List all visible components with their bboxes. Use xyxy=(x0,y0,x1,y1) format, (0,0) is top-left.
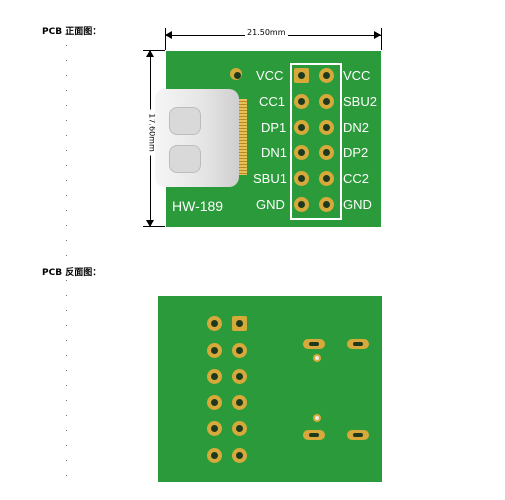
width-dimension: 21.50mm xyxy=(165,28,381,42)
via xyxy=(313,354,321,362)
header-pad xyxy=(294,94,309,109)
header-pad xyxy=(207,421,222,436)
header-pad xyxy=(207,448,222,463)
usb-c-connector xyxy=(155,89,247,187)
header-pad xyxy=(232,421,247,436)
pin-label-left: DP1 xyxy=(261,120,287,135)
mount-pad xyxy=(303,430,325,440)
header-pad xyxy=(232,448,247,463)
pin-label-left: VCC xyxy=(256,68,284,83)
header-pad xyxy=(207,395,222,410)
pcb-back xyxy=(158,296,382,482)
pin-label-right: DP2 xyxy=(343,145,369,160)
pin-label-right: DN2 xyxy=(343,120,370,135)
header-pad xyxy=(294,68,309,83)
header-pad xyxy=(319,120,334,135)
front-heading: PCB 正面图： xyxy=(42,27,102,37)
header-pad xyxy=(232,395,247,410)
header-pad xyxy=(294,120,309,135)
header-pad xyxy=(294,145,309,160)
header-pad xyxy=(207,316,222,331)
mount-pad xyxy=(347,339,369,349)
header-pad xyxy=(294,171,309,186)
header-pad xyxy=(232,343,247,358)
header-pad xyxy=(319,145,334,160)
mount-pad xyxy=(347,430,369,440)
pin-label-right: GND xyxy=(343,197,372,212)
header-pad xyxy=(207,343,222,358)
header-pad xyxy=(319,197,334,212)
header-pad xyxy=(207,369,222,384)
pin-label-right: CC2 xyxy=(343,171,370,186)
header-pad xyxy=(319,68,334,83)
board-label: HW-189 xyxy=(172,198,224,214)
height-dimension: 17.60mm xyxy=(143,50,157,227)
width-dimension-label: 21.50mm xyxy=(245,28,288,37)
dimension-extension-top xyxy=(143,50,165,51)
pin-label-left: SBU1 xyxy=(253,171,287,186)
header-pad xyxy=(232,316,247,331)
header-pad xyxy=(319,171,334,186)
back-heading: PCB 反面图： xyxy=(42,268,102,278)
pin-label-left: DN1 xyxy=(261,145,288,160)
mount-pad xyxy=(303,339,325,349)
dimension-extension-bottom xyxy=(143,226,165,227)
header-pad xyxy=(319,94,334,109)
pin-label-left: GND xyxy=(256,197,285,212)
header-pad xyxy=(294,197,309,212)
dimension-extension-left xyxy=(165,28,166,50)
dimension-extension-right xyxy=(381,28,382,50)
header-pad xyxy=(232,369,247,384)
via xyxy=(313,414,321,422)
header-outline xyxy=(290,63,342,220)
pin-label-right: SBU2 xyxy=(343,94,377,109)
marker-pad xyxy=(230,68,242,80)
pin-label-left: CC1 xyxy=(259,94,286,109)
pin-label-right: VCC xyxy=(343,68,371,83)
